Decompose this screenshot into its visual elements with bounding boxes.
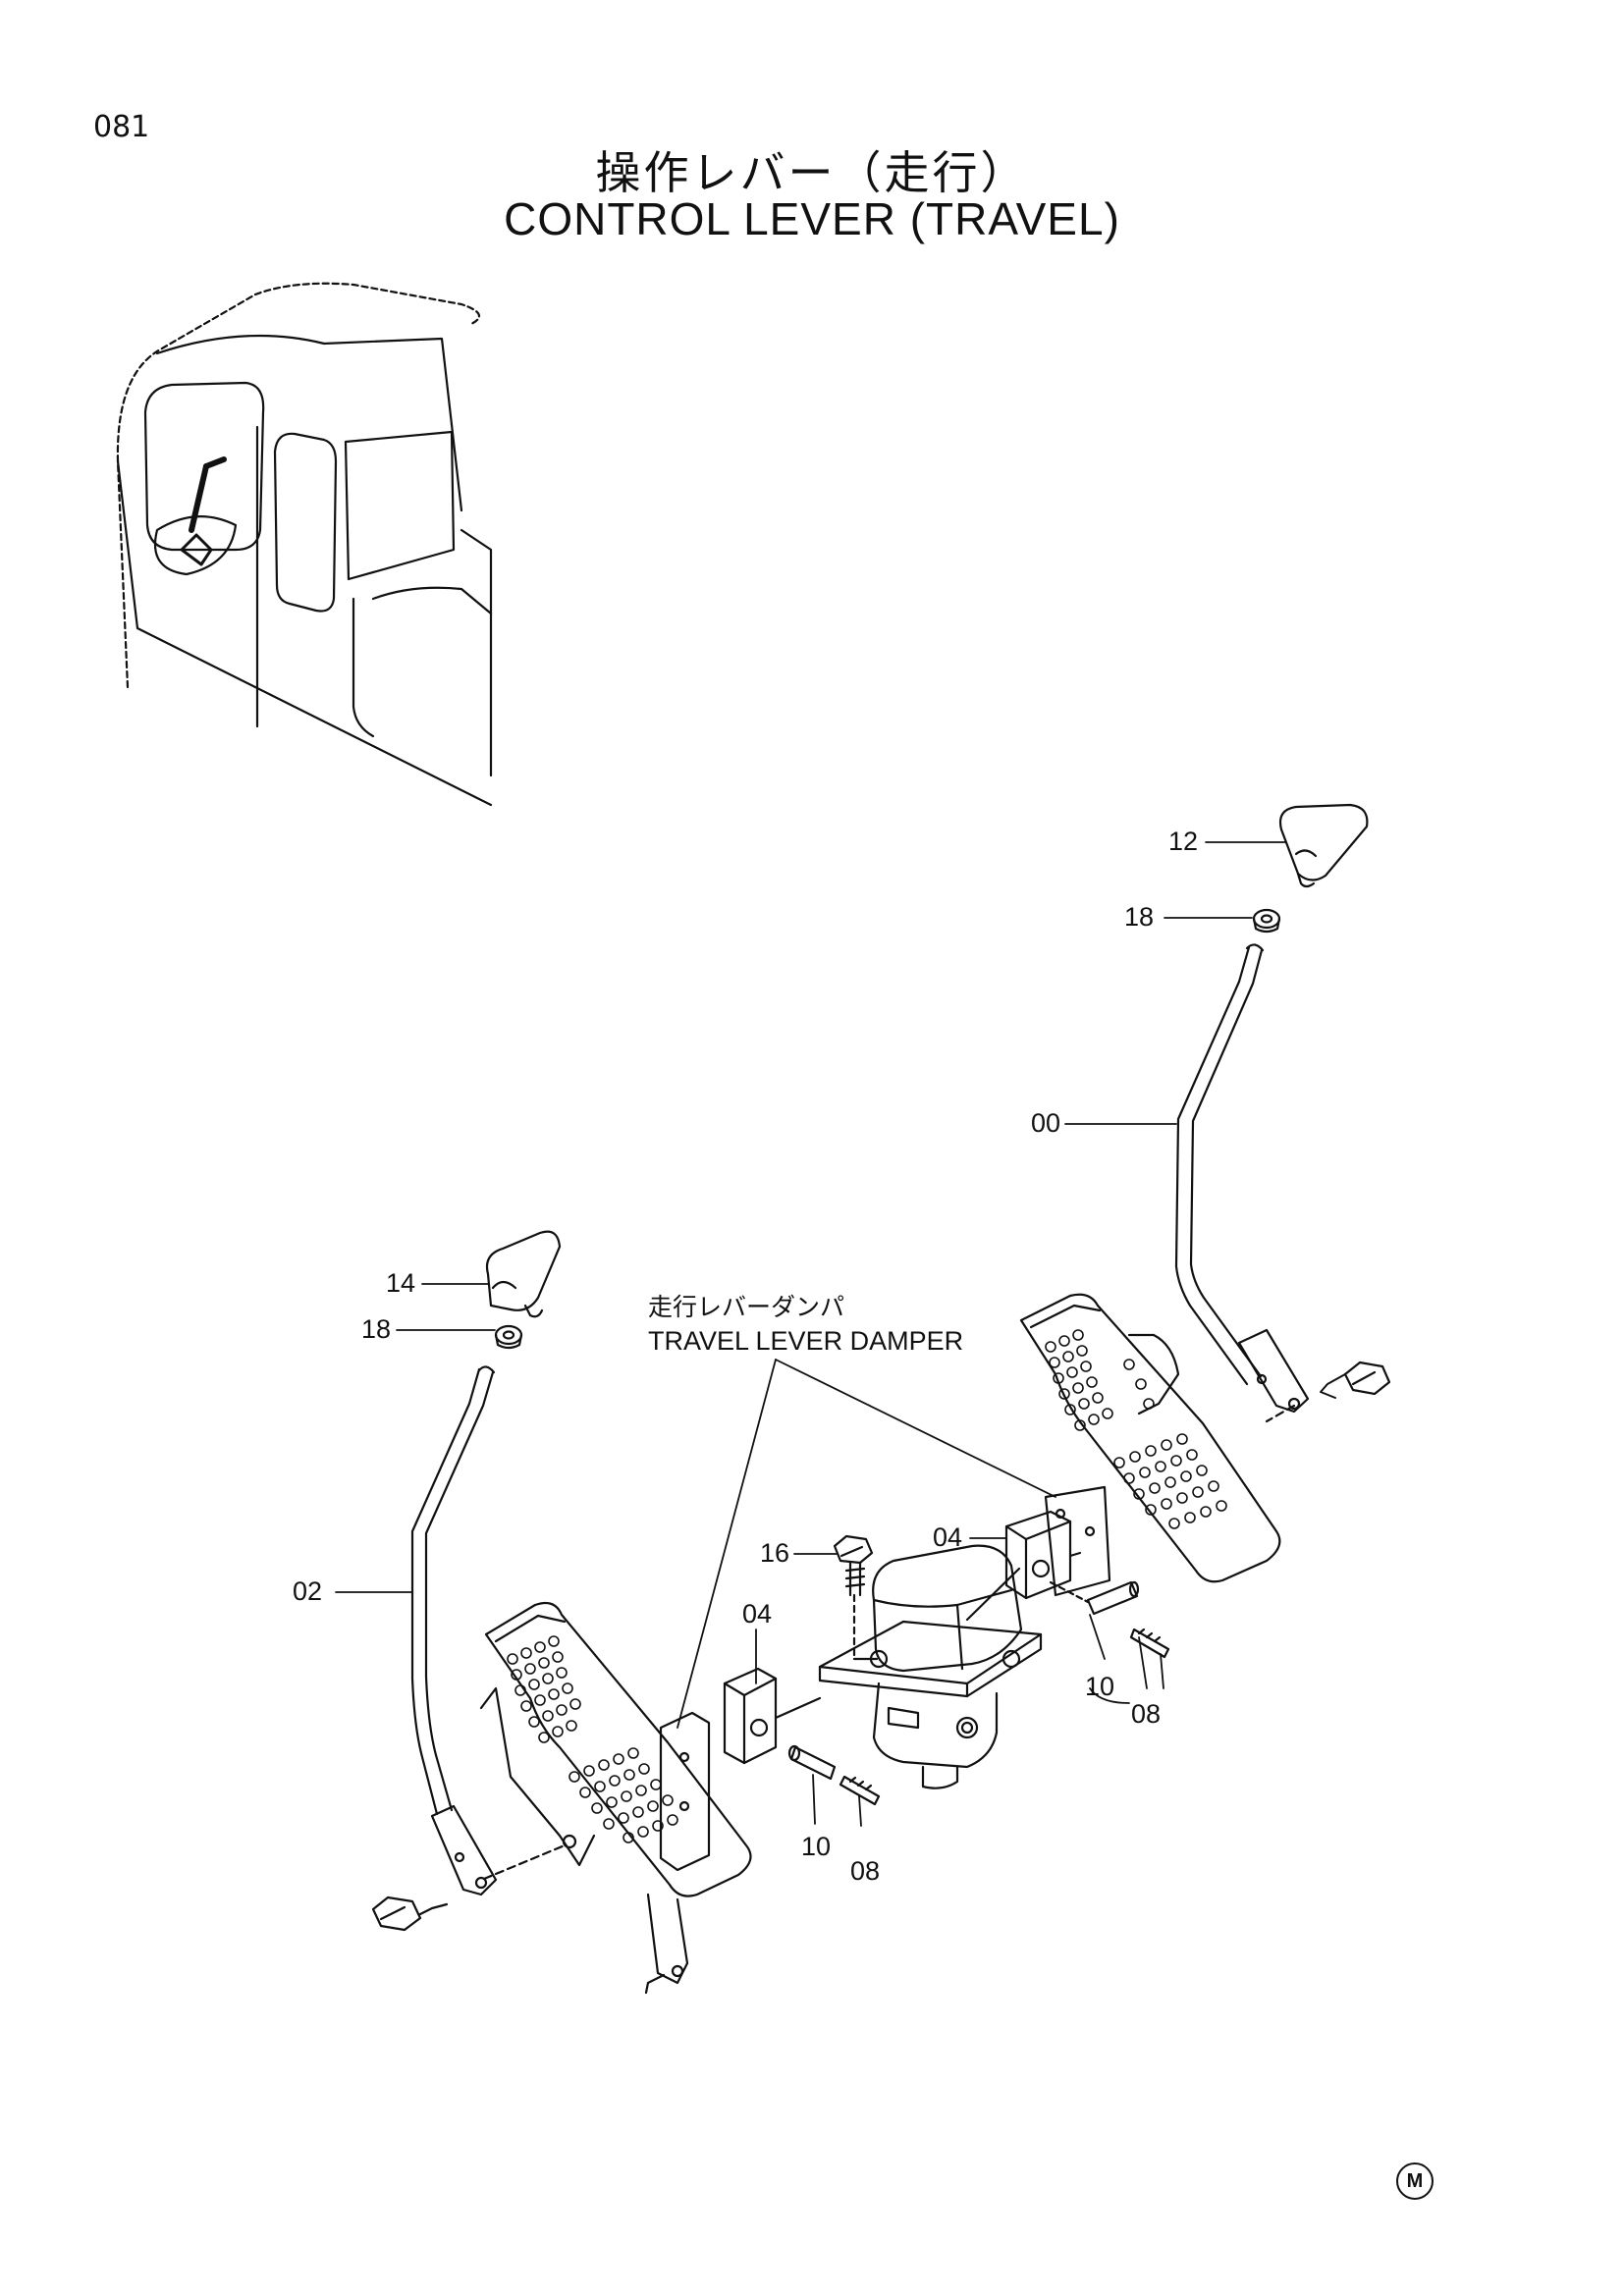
title-english: CONTROL LEVER (TRAVEL) bbox=[504, 193, 1120, 244]
left-pin-08 bbox=[839, 1775, 881, 1806]
right-lever-nut bbox=[1252, 908, 1281, 934]
label-part-04-right: 04 bbox=[933, 1522, 962, 1552]
label-part-10-right: 10 bbox=[1085, 1672, 1114, 1701]
damper-callout-english: TRAVEL LEVER DAMPER bbox=[648, 1326, 963, 1356]
label-part-10-left: 10 bbox=[801, 1832, 831, 1861]
label-part-18-right: 18 bbox=[1124, 902, 1154, 932]
cab-locator-sketch bbox=[116, 282, 493, 807]
left-pedal-pivot bbox=[562, 1834, 577, 1849]
left-pedal-holes bbox=[507, 1635, 678, 1843]
left-lever-nut bbox=[494, 1324, 523, 1350]
left-lever-rod bbox=[410, 1365, 498, 1896]
right-pin-08 bbox=[1129, 1628, 1170, 1659]
label-part-16: 16 bbox=[760, 1538, 789, 1568]
title-japanese: 操作レバー（走行） bbox=[595, 146, 1029, 199]
right-pin-10 bbox=[1049, 1580, 1140, 1616]
label-part-02: 02 bbox=[293, 1576, 322, 1606]
label-part-12: 12 bbox=[1168, 827, 1198, 856]
label-part-08-left: 08 bbox=[850, 1856, 880, 1886]
right-lever-rod bbox=[1174, 943, 1310, 1414]
page-code: 081 bbox=[93, 110, 150, 144]
label-part-08-right: 08 bbox=[1131, 1699, 1161, 1729]
left-pin-10 bbox=[787, 1744, 837, 1781]
manufacturer-mark: M bbox=[1396, 2163, 1434, 2200]
label-part-00: 00 bbox=[1031, 1108, 1060, 1138]
left-damper-block bbox=[659, 1667, 822, 1872]
right-bolt bbox=[1320, 1361, 1391, 1399]
left-lever-knob bbox=[485, 1230, 562, 1318]
bolt-16 bbox=[833, 1534, 874, 1661]
damper-callout-japanese: 走行レバーダンパ bbox=[648, 1293, 844, 1321]
left-bolt bbox=[371, 1896, 449, 1932]
right-pivot-axis bbox=[1265, 1404, 1296, 1423]
right-damper-block bbox=[965, 1485, 1111, 1622]
left-pivot-axis bbox=[482, 1843, 567, 1881]
label-part-14: 14 bbox=[386, 1268, 415, 1298]
label-part-04-left: 04 bbox=[742, 1599, 772, 1629]
right-lever-knob bbox=[1278, 803, 1369, 888]
right-pedal-holes bbox=[1045, 1329, 1227, 1529]
leader-lines bbox=[335, 841, 1287, 1827]
pilot-valve bbox=[818, 1544, 1043, 1789]
label-part-18-left: 18 bbox=[361, 1314, 391, 1344]
left-pedal bbox=[479, 1601, 752, 1995]
